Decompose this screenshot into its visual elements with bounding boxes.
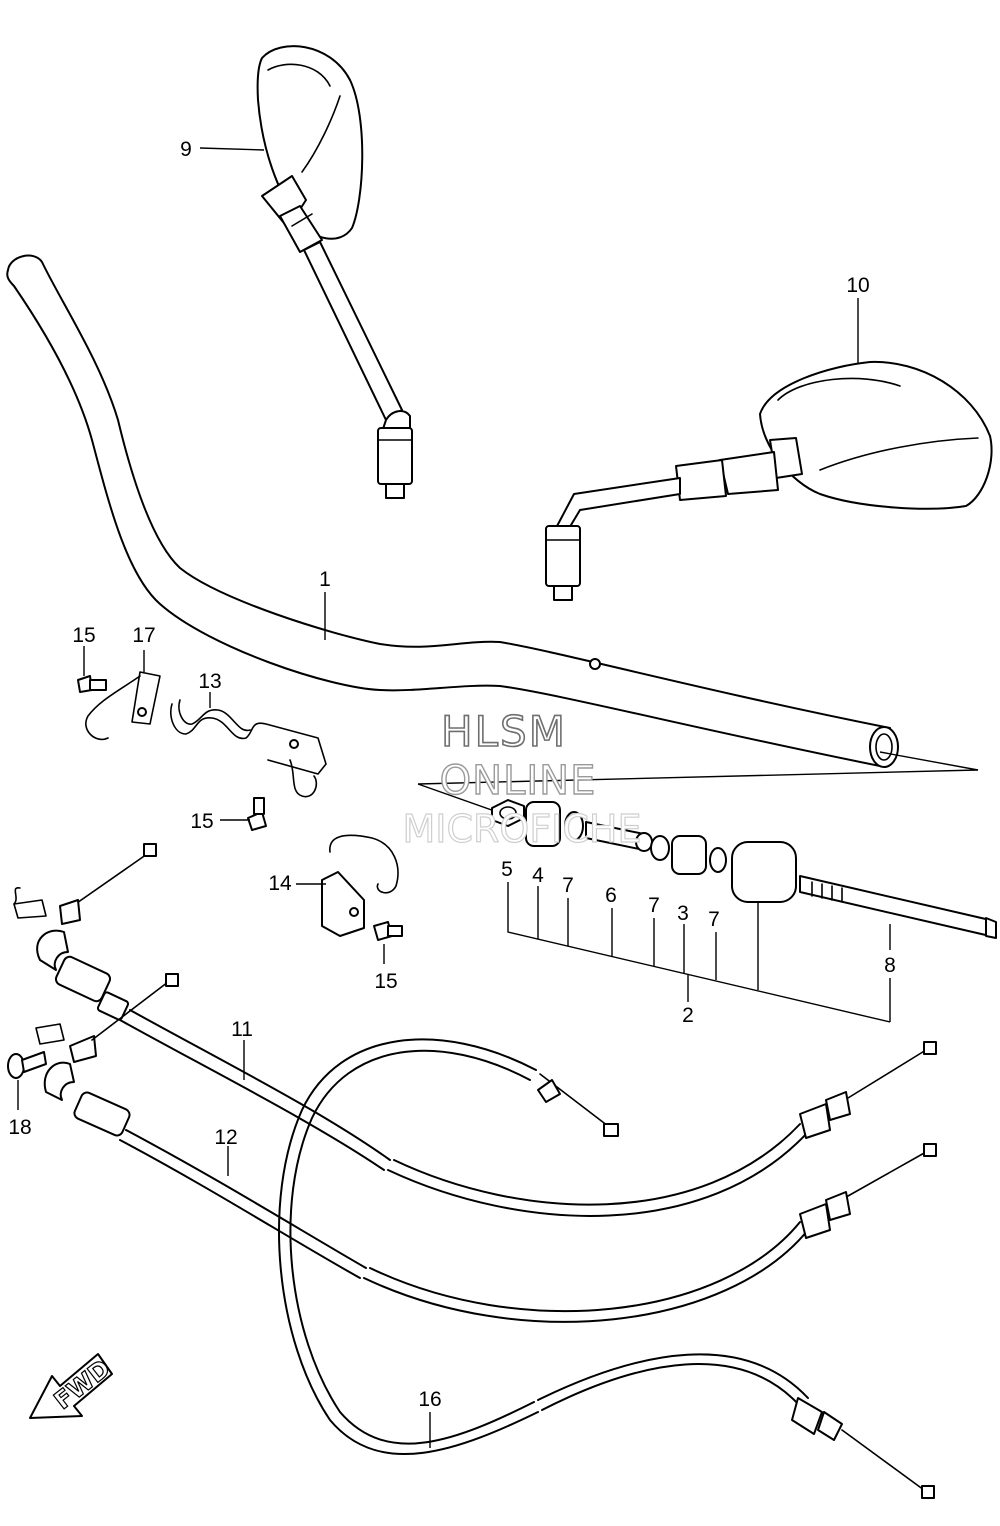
callout-3: 3 xyxy=(677,902,689,925)
part-8-bolt xyxy=(799,875,991,937)
callout-1: 1 xyxy=(319,568,331,591)
part-13-cable-clamp[interactable] xyxy=(170,699,327,798)
callout-leaders xyxy=(17,147,859,1448)
callout-17: 17 xyxy=(132,624,155,647)
callout-13: 13 xyxy=(198,670,221,693)
watermark-line3: MICROFICHE xyxy=(402,807,641,851)
callout-5: 5 xyxy=(501,858,513,881)
screw-15-c[interactable] xyxy=(373,921,403,941)
part-7-washer-c xyxy=(709,847,727,873)
part-3 xyxy=(671,835,707,875)
callout-7c: 7 xyxy=(708,908,720,931)
screw-15-b[interactable] xyxy=(247,797,267,831)
callout-18: 18 xyxy=(8,1116,31,1139)
watermark-line1: HLSM xyxy=(441,707,567,756)
callout-10: 10 xyxy=(846,274,869,297)
watermark-line2: ONLINE xyxy=(440,758,597,804)
watermark: HLSM ONLINE MICROFICHE xyxy=(402,706,642,851)
callout-16: 16 xyxy=(418,1388,441,1411)
part-5-nut xyxy=(491,799,525,827)
part-14-bracket[interactable] xyxy=(321,834,399,937)
callout-11: 11 xyxy=(231,1018,253,1041)
bar-end-assembly[interactable] xyxy=(417,769,997,939)
left-mirror[interactable] xyxy=(256,45,413,499)
part-7-washer-b xyxy=(650,835,670,861)
callout-2: 2 xyxy=(682,1004,694,1027)
handlebar[interactable] xyxy=(6,254,979,771)
callout-6: 6 xyxy=(605,884,617,907)
callout-4: 4 xyxy=(532,864,544,887)
bar-end-weight xyxy=(731,841,797,903)
part-7-washer-a xyxy=(564,811,584,841)
callout-9: 9 xyxy=(180,138,192,161)
right-mirror[interactable] xyxy=(545,360,993,601)
forward-direction-arrow: FWD xyxy=(29,1353,116,1419)
throttle-cable-11[interactable] xyxy=(13,843,937,1217)
cable-16[interactable] xyxy=(278,1038,935,1499)
callout-8: 8 xyxy=(884,954,896,977)
throttle-cable-12[interactable] xyxy=(35,973,937,1323)
callout-14: 14 xyxy=(268,872,292,895)
callout-7b: 7 xyxy=(648,894,660,917)
callout-12: 12 xyxy=(214,1126,237,1149)
part-17-cable-guide[interactable] xyxy=(85,671,161,741)
callout-labels: 1 2 3 4 5 6 7 7 7 8 9 10 11 12 13 14 15 … xyxy=(8,138,896,1411)
screw-18[interactable] xyxy=(7,1051,47,1079)
callout-15c: 15 xyxy=(374,970,397,993)
callout-7a: 7 xyxy=(562,874,574,897)
callout-15b: 15 xyxy=(190,810,213,833)
part-4 xyxy=(525,801,561,847)
screw-15-a[interactable] xyxy=(77,675,107,693)
callout-15a: 15 xyxy=(72,624,95,647)
part-2-bracket xyxy=(507,882,891,1023)
